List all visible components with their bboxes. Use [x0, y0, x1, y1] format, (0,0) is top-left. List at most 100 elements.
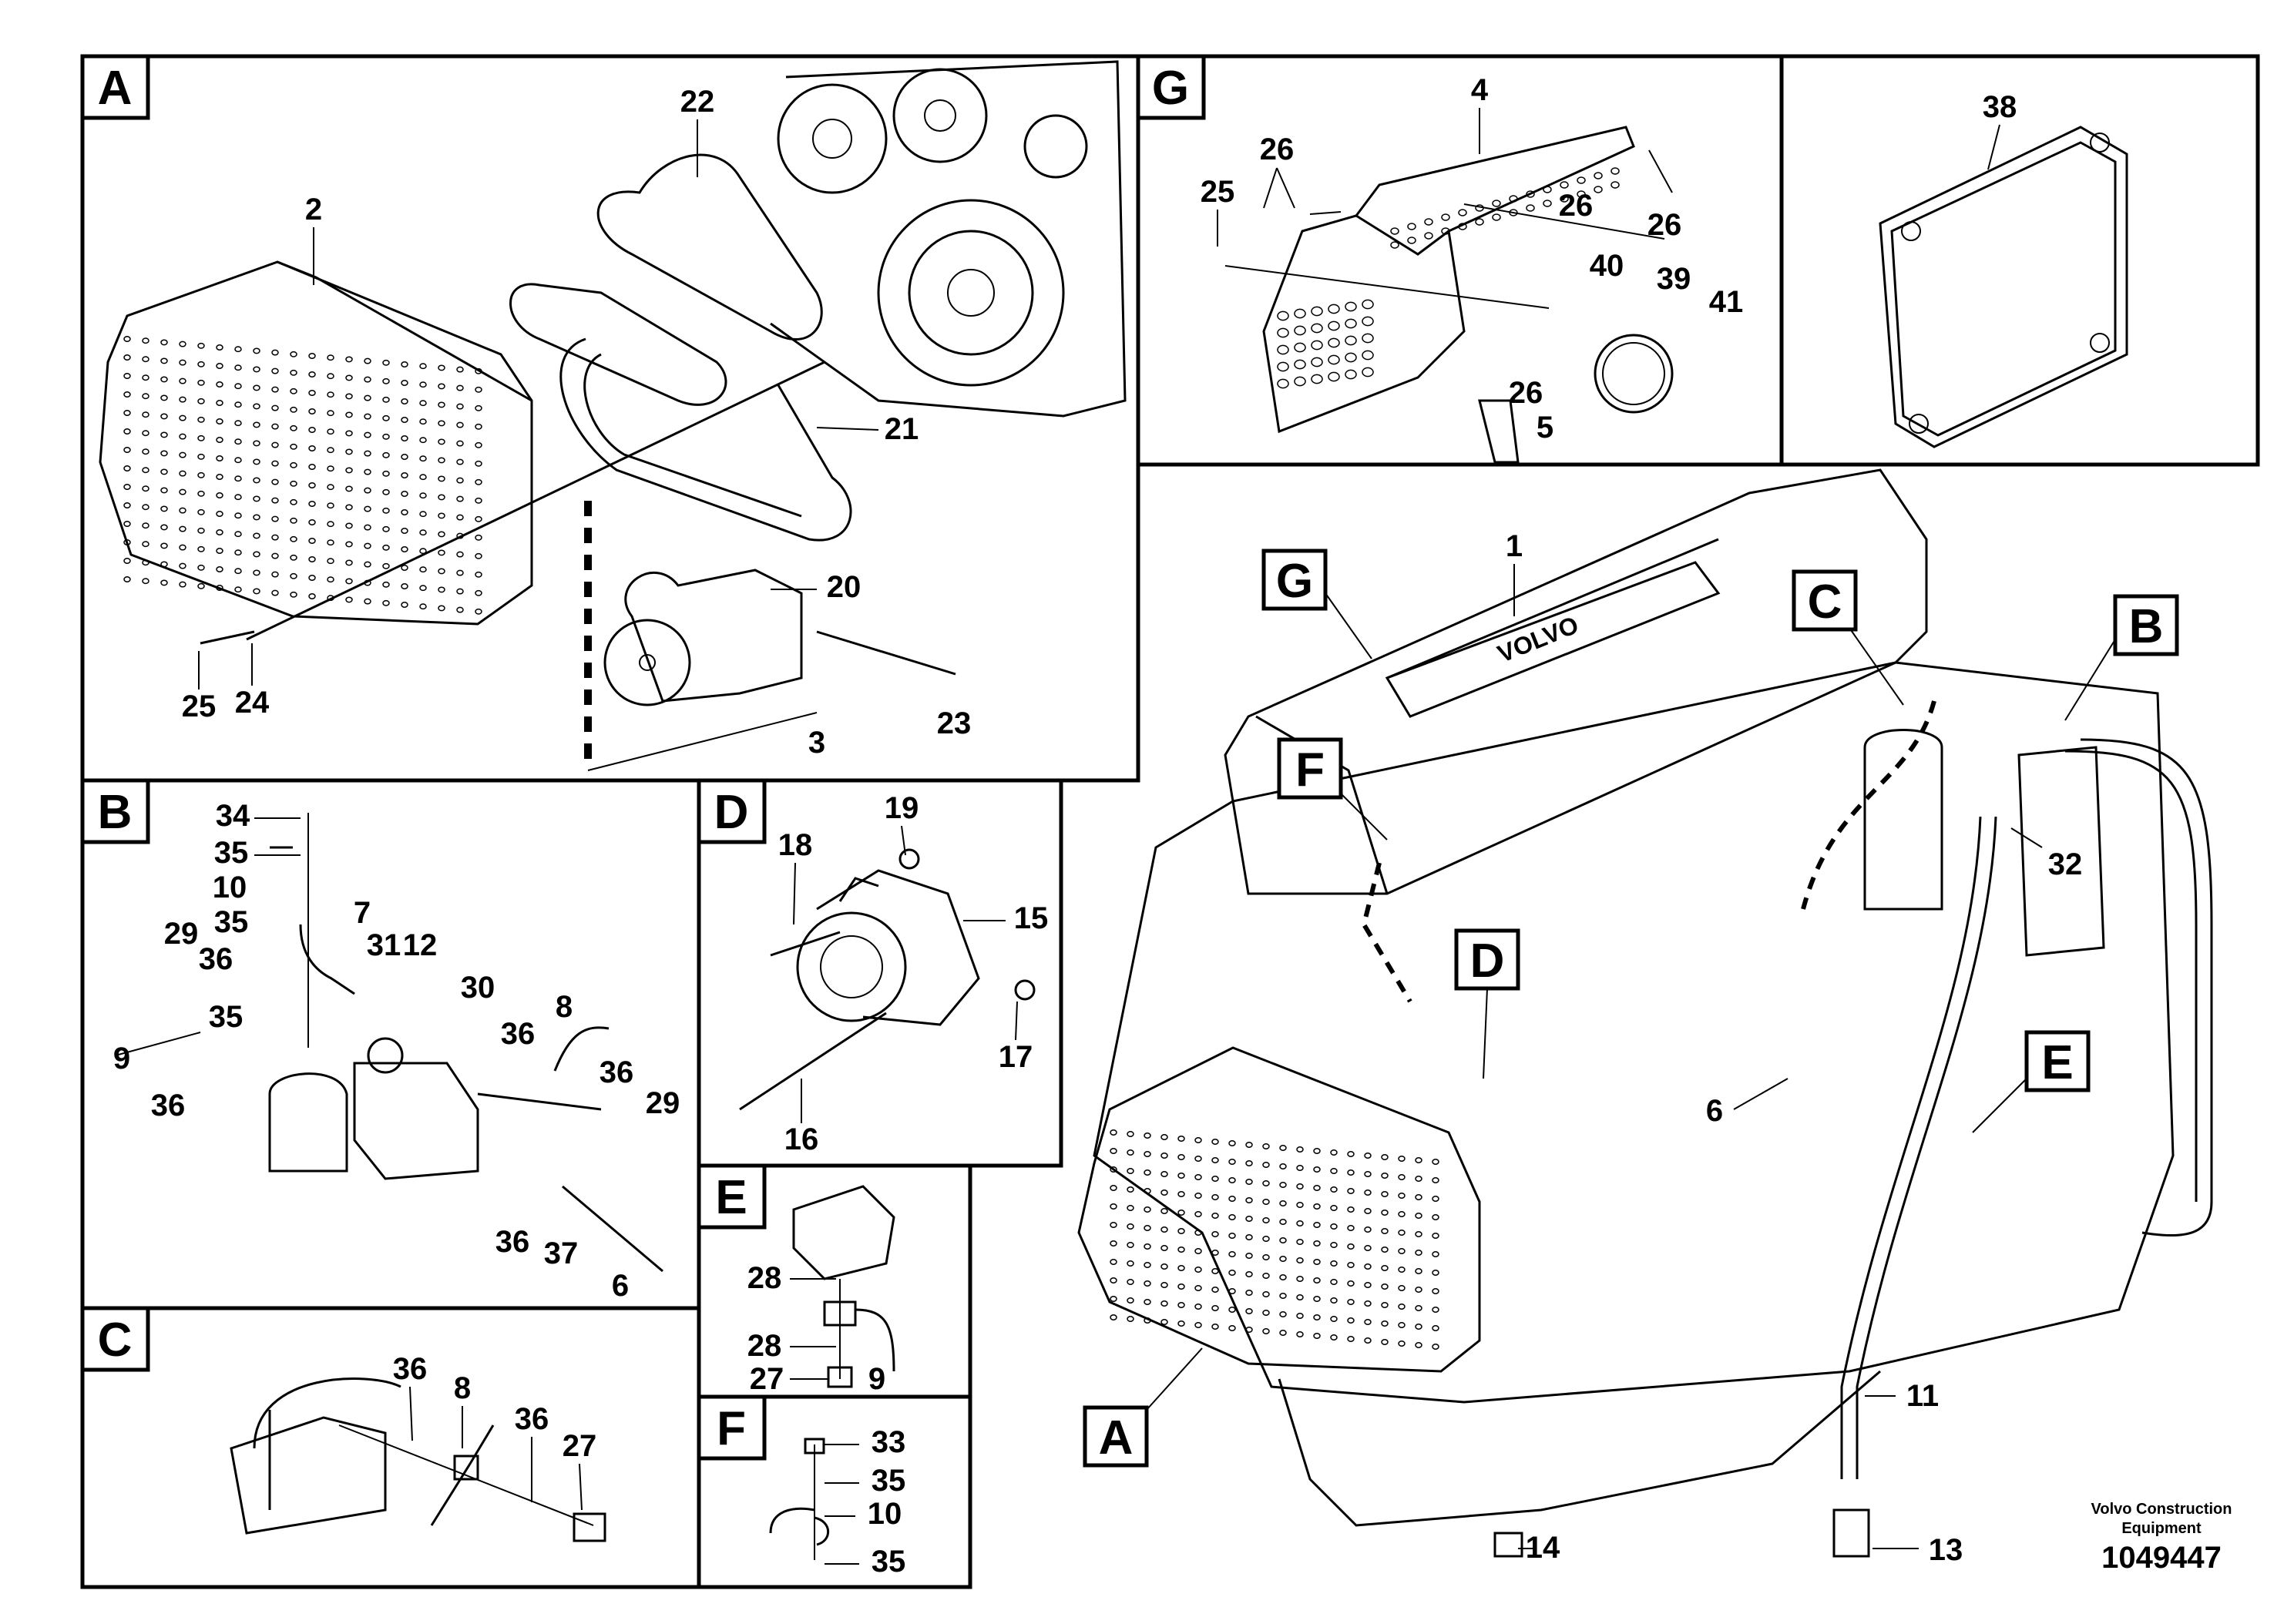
label-b-34: 34 [216, 799, 250, 833]
panel-c-frame [80, 1306, 701, 1589]
panel-38-drawing [1879, 126, 2128, 448]
label-g-4: 4 [1471, 73, 1489, 107]
svg-text:G: G [1152, 62, 1189, 115]
svg-text:C: C [98, 1314, 133, 1367]
label-b-9: 9 [113, 1042, 130, 1075]
label-e-28a: 28 [747, 1261, 782, 1295]
panel-f-frame [697, 1394, 972, 1589]
label-b-29a: 29 [164, 917, 199, 951]
label-b-8: 8 [556, 990, 573, 1024]
svg-text:B: B [98, 786, 133, 839]
panel-a-label: A [80, 54, 150, 120]
panel-a-drawing [99, 60, 1127, 771]
callout-e: E [1972, 1030, 2091, 1133]
panel-e-drawing [792, 1185, 895, 1388]
panel-g-drawing [1224, 126, 1674, 464]
label-b-37: 37 [544, 1236, 579, 1270]
label-a-24: 24 [235, 686, 270, 720]
panel-c-label: C [80, 1306, 150, 1372]
label-b-36e: 36 [495, 1225, 530, 1259]
panel-e-label: E [697, 1163, 767, 1230]
svg-text:E: E [2041, 1036, 2073, 1089]
label-a-25: 25 [182, 690, 217, 723]
label-g-26a: 26 [1260, 133, 1295, 166]
label-e-9: 9 [868, 1362, 885, 1396]
label-d-16: 16 [784, 1122, 819, 1156]
label-main-1: 1 [1506, 529, 1523, 563]
panel-d-drawing [739, 848, 1036, 1111]
label-b-12: 12 [403, 928, 438, 962]
label-b-36d: 36 [151, 1089, 186, 1122]
label-e-27: 27 [750, 1362, 784, 1396]
label-c-27: 27 [563, 1429, 597, 1463]
label-c-36a: 36 [393, 1352, 428, 1386]
engine-drawing: VOLVO [1077, 468, 2213, 1558]
label-b-35a: 35 [214, 836, 249, 870]
svg-text:D: D [1470, 934, 1505, 988]
panel-b-label: B [80, 778, 150, 844]
panel-f-drawing [769, 1438, 830, 1560]
label-g-25: 25 [1201, 175, 1235, 209]
label-f-10: 10 [868, 1497, 902, 1531]
label-c-8: 8 [454, 1371, 471, 1405]
label-main-6: 6 [1706, 1094, 1723, 1128]
svg-text:G: G [1276, 555, 1313, 608]
label-f-33: 33 [872, 1425, 906, 1459]
label-b-29b: 29 [646, 1086, 680, 1120]
credit-line-2: Equipment [2121, 1520, 2202, 1537]
svg-text:F: F [1295, 743, 1325, 797]
panel-c-drawing [230, 1377, 606, 1542]
label-a-2: 2 [305, 193, 322, 226]
document-number: 1049447 [2101, 1541, 2222, 1575]
panel-f-label: F [697, 1394, 767, 1461]
callout-f: F [1277, 737, 1388, 841]
svg-text:D: D [714, 786, 749, 839]
engine-brand-badge: VOLVO [1385, 561, 1721, 718]
panel-g-label: G [1136, 54, 1206, 120]
bracket-holes [1277, 167, 1620, 389]
svg-text:E: E [715, 1171, 747, 1224]
svg-text:C: C [1808, 575, 1842, 629]
label-d-15: 15 [1014, 901, 1049, 935]
label-b-35c: 35 [209, 1000, 244, 1034]
label-e-28b: 28 [747, 1329, 782, 1363]
label-g-26b: 26 [1559, 189, 1594, 223]
label-d-18: 18 [778, 828, 813, 862]
engine-shield-perforations [1110, 1129, 1439, 1350]
label-c-36b: 36 [515, 1402, 549, 1436]
svg-text:A: A [98, 62, 133, 115]
label-f-35a: 35 [872, 1464, 906, 1498]
label-f-35b: 35 [872, 1545, 906, 1579]
label-g-40: 40 [1590, 249, 1624, 283]
credit-line-1: Volvo Construction [2091, 1501, 2232, 1518]
panel-38-frame [1779, 54, 2260, 467]
label-b-10: 10 [213, 871, 247, 904]
label-g-39: 39 [1657, 262, 1691, 296]
label-b-35b: 35 [214, 905, 249, 939]
label-b-36b: 36 [501, 1017, 536, 1051]
label-b-31: 31 [367, 928, 401, 962]
label-g-26d: 26 [1509, 376, 1543, 410]
label-main-13: 13 [1929, 1533, 1963, 1567]
label-b-7: 7 [354, 896, 371, 930]
callout-b: B [2064, 594, 2179, 721]
label-a-21: 21 [885, 412, 919, 446]
label-a-23: 23 [937, 706, 972, 740]
label-b-36c: 36 [600, 1055, 634, 1089]
svg-text:A: A [1099, 1411, 1134, 1465]
label-a-3: 3 [808, 726, 825, 760]
svg-text:VOLVO: VOLVO [1493, 611, 1582, 668]
label-g-5: 5 [1537, 411, 1553, 445]
svg-text:B: B [2129, 600, 2164, 653]
label-d-17: 17 [999, 1040, 1033, 1074]
label-b-30: 30 [461, 971, 495, 1005]
label-main-11: 11 [1906, 1379, 1939, 1413]
panel-d-label: D [697, 778, 767, 844]
label-a-20: 20 [827, 570, 862, 604]
svg-text:F: F [717, 1402, 746, 1455]
panel-b-drawing [115, 813, 663, 1273]
callout-a: A [1083, 1347, 1203, 1468]
label-g-41: 41 [1709, 285, 1744, 319]
label-b-36a: 36 [199, 942, 233, 976]
